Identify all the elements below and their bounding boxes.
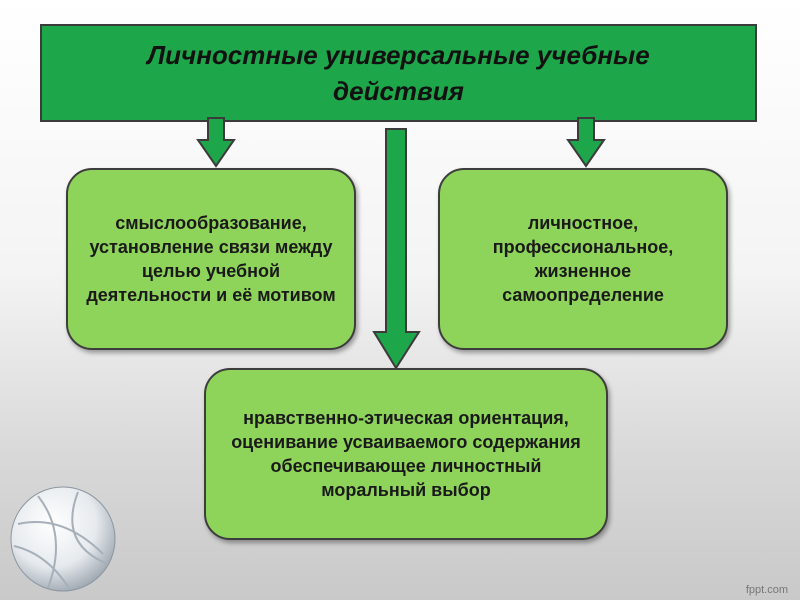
arrow-to-bottom-box-icon — [372, 128, 421, 370]
self-determination-text: личностное, профессиональное, жизненное … — [492, 213, 674, 305]
meaning-formation-box: смыслообразование, установление связи ме… — [66, 168, 356, 350]
moral-ethical-orientation-box: нравственно-этическая ориентация, оценив… — [204, 368, 608, 540]
watermark: fppt.com — [745, 584, 788, 596]
self-determination-box: личностное, профессиональное, жизненное … — [438, 168, 728, 350]
title-banner: Личностные универсальные учебные действи… — [40, 24, 757, 122]
arrow-to-right-box-icon — [566, 117, 606, 168]
meaning-formation-text: смыслообразование, установление связи ме… — [86, 213, 336, 305]
arrow-to-left-box-icon — [196, 117, 236, 168]
volleyball-icon — [10, 486, 116, 592]
moral-ethical-orientation-text: нравственно-этическая ориентация, оценив… — [231, 408, 581, 500]
diagram-title: Личностные универсальные учебные действи… — [147, 40, 650, 106]
